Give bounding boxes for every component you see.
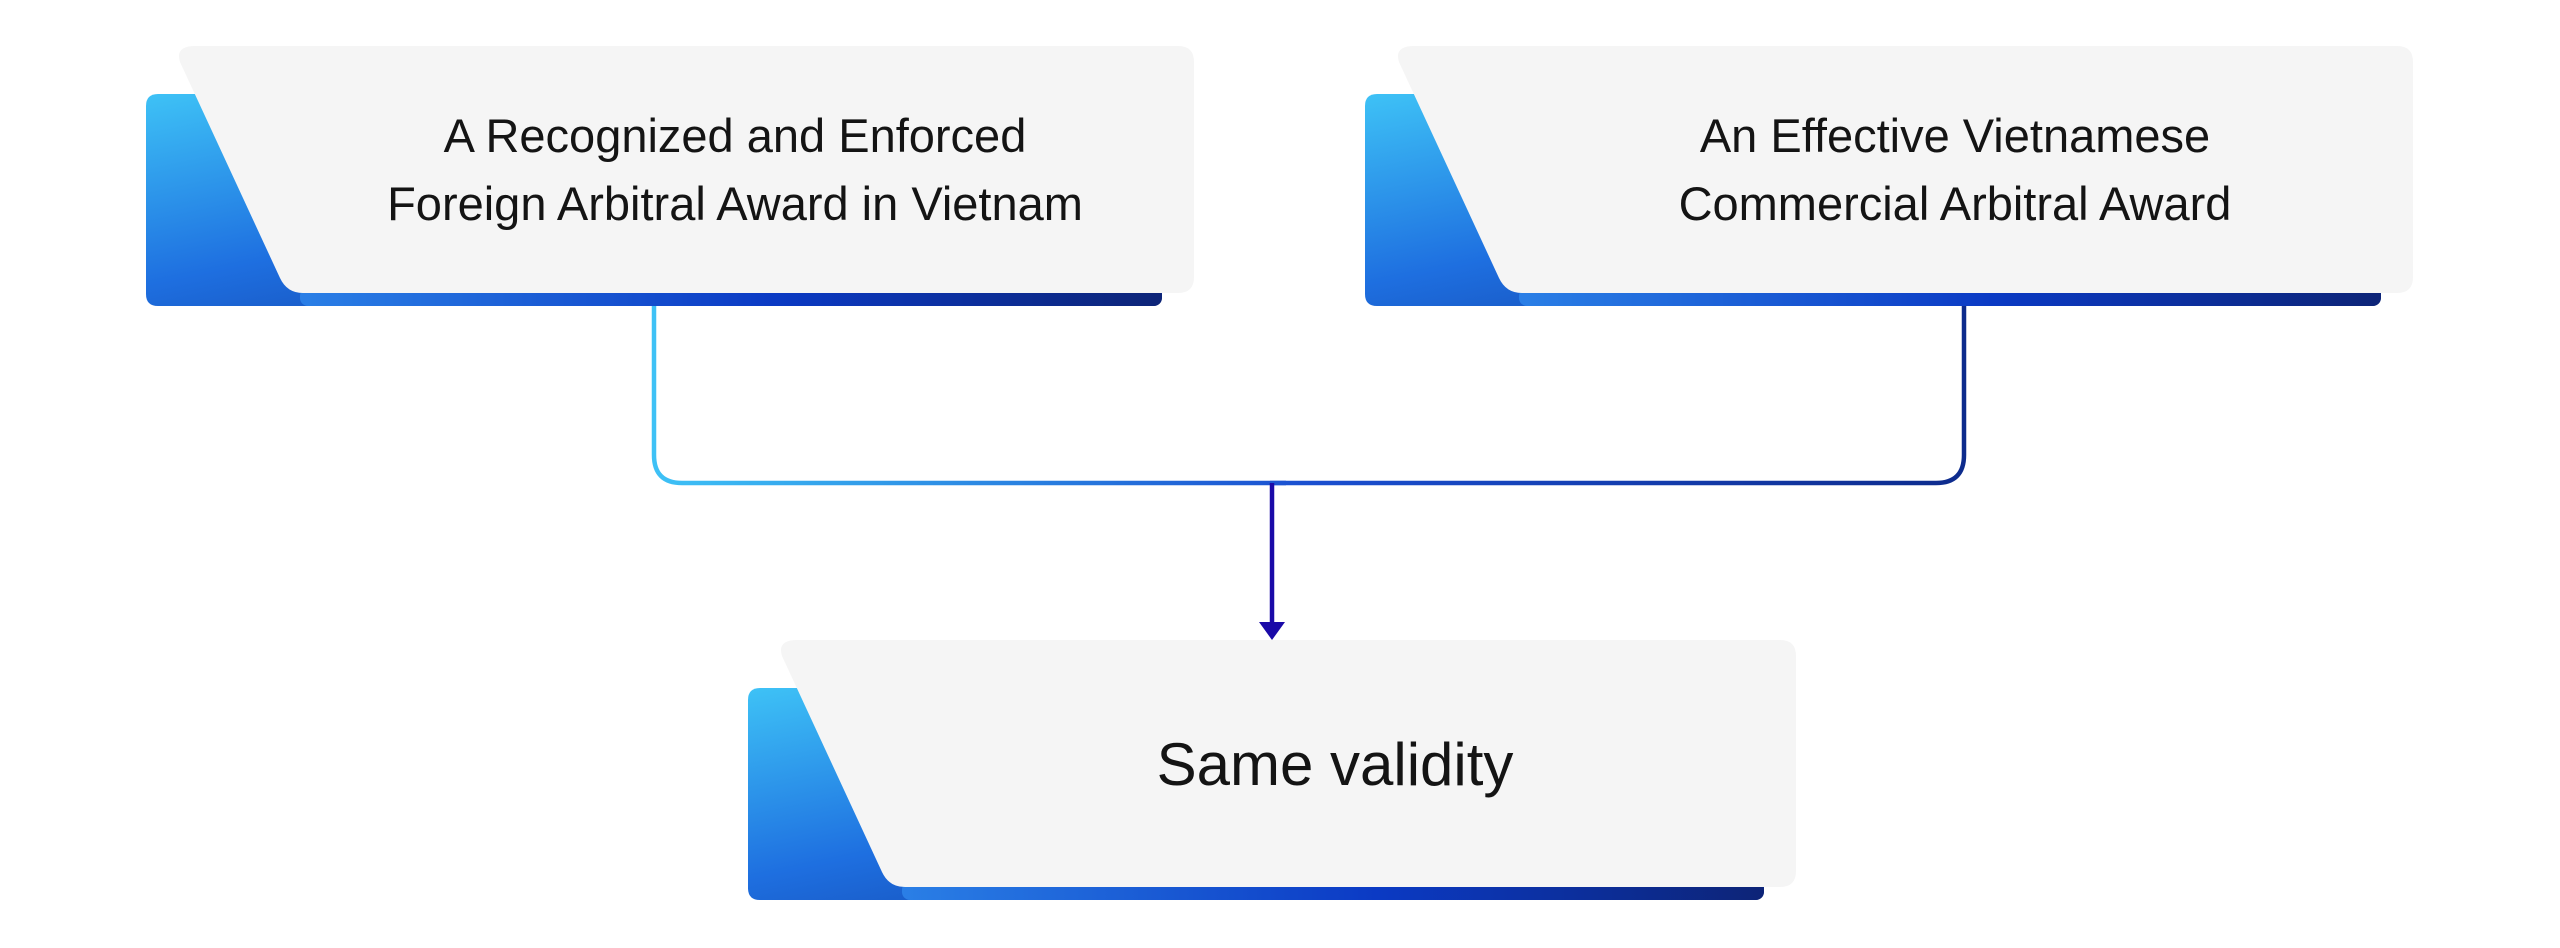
node-label-bottom: Same validity — [890, 645, 1780, 885]
node-text-line: Foreign Arbitral Award in Vietnam — [387, 177, 1083, 230]
card-top-left — [146, 46, 1194, 306]
card-panel — [1398, 46, 2413, 293]
node-text-line: A Recognized and Enforced — [443, 109, 1027, 162]
connector-group — [651, 300, 1967, 640]
node-label-top-right: An Effective Vietnamese Commercial Arbit… — [1510, 50, 2400, 290]
connector-right — [1270, 300, 1967, 486]
node-label-top-left: A Recognized and Enforced Foreign Arbitr… — [290, 50, 1180, 290]
card-top-right — [1365, 46, 2413, 306]
connector-left — [651, 300, 1286, 486]
arrowhead-icon — [1259, 622, 1285, 640]
node-text-line: An Effective Vietnamese — [1699, 109, 2211, 162]
node-text-line: Same validity — [1156, 731, 1514, 798]
card-panel — [179, 46, 1194, 293]
card-panel — [781, 640, 1796, 887]
node-text-line: Commercial Arbitral Award — [1678, 177, 2232, 230]
card-bottom — [748, 640, 1796, 900]
